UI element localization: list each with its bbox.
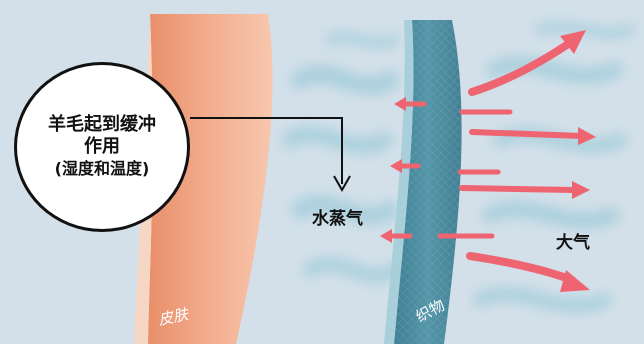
- leader-arrowhead: [333, 175, 351, 193]
- callout-leader: [190, 117, 343, 184]
- callout-line-2: 作用: [84, 136, 120, 157]
- callout-line-3: (湿度和温度): [54, 159, 150, 178]
- callout-line-1: 羊毛起到缓冲: [48, 114, 156, 135]
- fabric-edge: [384, 20, 414, 344]
- atmosphere-label: 大气: [556, 233, 590, 253]
- skin-panel: [148, 14, 273, 344]
- wool-buffer-callout: 羊毛起到缓冲 作用 (湿度和温度): [14, 62, 190, 232]
- small-arrows: [380, 97, 427, 243]
- fabric-mesh: [394, 20, 462, 344]
- vapor-label: 水蒸气: [312, 209, 363, 229]
- large-arrows: [437, 30, 596, 292]
